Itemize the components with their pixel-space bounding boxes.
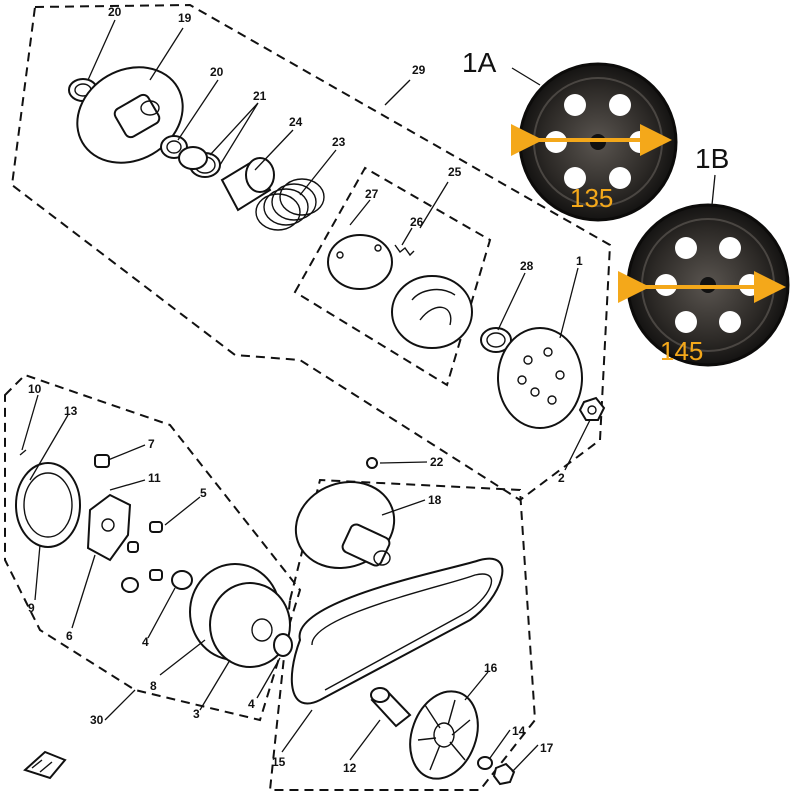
callout-8: 8 [150, 679, 157, 693]
group-lower-outline [268, 478, 537, 791]
bushing-4b [273, 633, 293, 657]
callout-14: 14 [512, 724, 526, 738]
callout-3: 3 [193, 707, 200, 721]
ramp-plate-6 [86, 493, 132, 562]
front-arrow-icon [23, 750, 67, 780]
callout-12: 12 [343, 761, 357, 775]
weights-5 [127, 521, 163, 581]
bolt-10 [19, 449, 27, 456]
slider-7 [94, 454, 110, 468]
clutch-drum-1 [497, 327, 583, 429]
sheave-3 [189, 563, 291, 668]
callout-11: 11 [148, 471, 161, 485]
callout-15: 15 [272, 755, 286, 769]
collar-4 [121, 570, 193, 593]
callout-10: 10 [28, 382, 42, 396]
callout-17: 17 [540, 741, 554, 755]
callout-16: 16 [484, 661, 498, 675]
dimension-1a: 135 [570, 183, 613, 213]
sheave-18 [294, 480, 396, 570]
clutch-shoe-25 [391, 275, 473, 349]
callout-30: 30 [90, 713, 104, 727]
variant-1b-leader [711, 174, 716, 206]
spring-26 [394, 244, 415, 257]
pin-22 [366, 457, 378, 469]
spring-23 [255, 178, 325, 231]
callout-13: 13 [64, 404, 78, 418]
callout-4: 4 [248, 697, 255, 711]
callout-7: 7 [148, 437, 155, 451]
callout-9: 9 [28, 601, 35, 615]
clutch-plate-27 [327, 234, 393, 290]
callout-28: 28 [520, 259, 534, 273]
callout-20: 20 [210, 65, 224, 79]
callout-27: 27 [365, 187, 379, 201]
callout-25: 25 [448, 165, 462, 179]
callout-24: 24 [289, 115, 303, 129]
cover-9 [15, 462, 81, 548]
group-30-outline [4, 373, 302, 722]
callout-22: 22 [430, 455, 444, 469]
ring-28 [480, 327, 512, 353]
leader-lines [21, 19, 591, 773]
drum-1a-photo [511, 62, 678, 222]
fan-pulley-16 [409, 690, 479, 780]
callout-4: 4 [142, 635, 149, 649]
callout-19: 19 [178, 11, 192, 25]
washer-14 [477, 756, 493, 770]
callout-23: 23 [332, 135, 346, 149]
nut-17 [492, 762, 516, 786]
o-rings-21 [178, 146, 221, 178]
nut-2 [578, 396, 606, 421]
variant-label-1b: 1B [695, 143, 729, 174]
callout-29: 29 [412, 63, 426, 77]
dimension-1b: 145 [660, 336, 703, 366]
sleeve-12 [370, 687, 412, 728]
variant-label-1a: 1A [462, 47, 497, 78]
callout-6: 6 [66, 629, 73, 643]
sheave-19 [76, 66, 184, 164]
callout-26: 26 [410, 215, 424, 229]
group-25-outline [293, 166, 492, 387]
callout-18: 18 [428, 493, 442, 507]
callout-21: 21 [253, 89, 267, 103]
callout-1: 1 [576, 254, 583, 268]
callout-20: 20 [108, 5, 122, 19]
callout-2: 2 [558, 471, 565, 485]
variant-1a-leader [511, 67, 541, 86]
drive-belt-15 [290, 557, 504, 705]
callout-5: 5 [200, 486, 207, 500]
drum-1b-photo [618, 203, 790, 367]
collar-24 [220, 157, 275, 212]
callouts: 20 19 20 21 24 23 29 25 27 26 28 1 2 22 … [28, 5, 583, 775]
